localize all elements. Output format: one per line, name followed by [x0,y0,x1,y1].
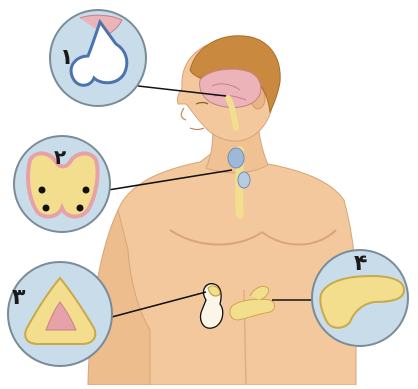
parathyroid-dot-3 [43,205,50,212]
callout-number-4: ۴ [354,251,367,276]
callout-number-3: ۳ [12,285,26,310]
callout-3-adrenal: ۳ [8,262,112,366]
parathyroid-dot-4 [77,205,84,212]
parathyroid-dot-1 [39,187,46,194]
callout-4-pancreas: ۴ [312,250,408,346]
callout-1-pituitary: ۱ [50,10,146,106]
callout-2-thyroid: ۲ [14,136,110,232]
thyroid-gland [228,148,244,168]
callout-number-1: ۱ [60,45,73,70]
parathyroid-dot-2 [83,187,90,194]
callout-number-2: ۲ [54,145,66,169]
